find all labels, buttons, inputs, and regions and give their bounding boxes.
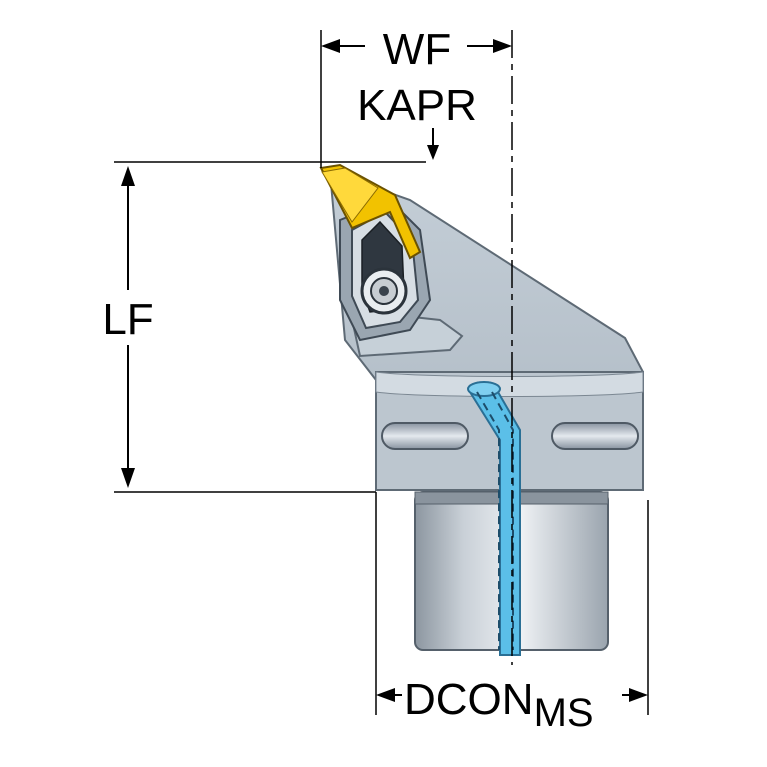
dcon-dimension <box>375 492 649 715</box>
lf-label: LF <box>102 295 153 344</box>
kapr-arrow <box>427 128 439 160</box>
coolant-channel <box>467 381 521 656</box>
right-slot <box>551 422 639 450</box>
dcon-label: DCONMS <box>404 675 594 735</box>
wf-label: WF <box>383 25 451 74</box>
cutting-insert <box>319 163 422 260</box>
left-slot <box>381 422 469 450</box>
clamp-screw <box>360 267 408 315</box>
lf-dimension <box>114 161 426 493</box>
wf-dimension <box>320 30 512 168</box>
kapr-label: KAPR <box>357 81 477 130</box>
